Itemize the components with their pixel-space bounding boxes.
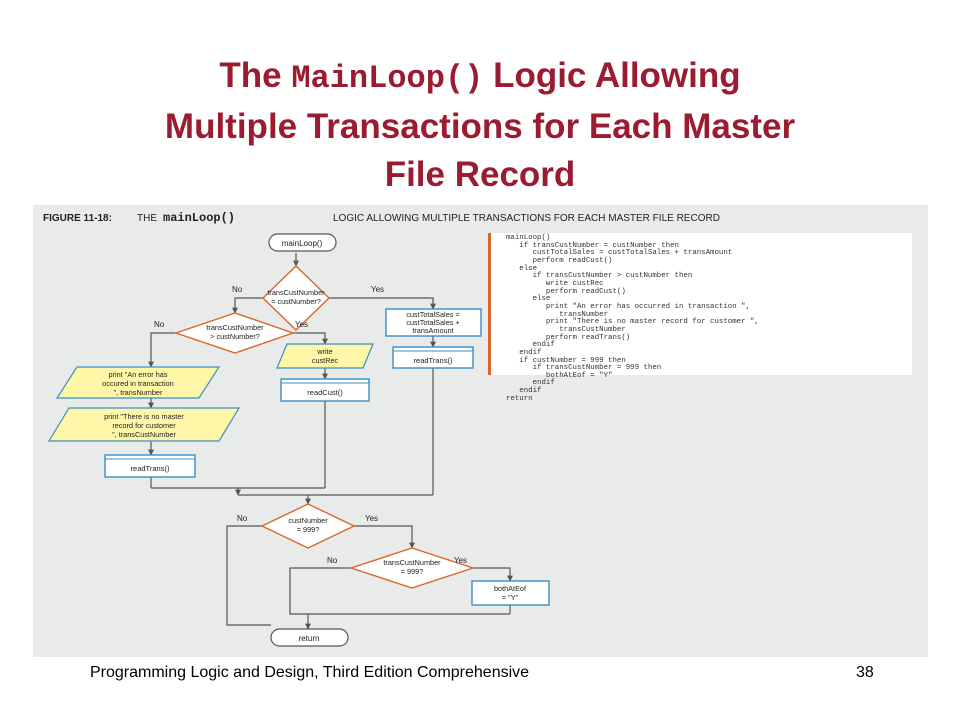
write-line-1: write xyxy=(316,347,332,356)
d4-yes-label: Yes xyxy=(454,556,467,565)
process-cust-total-sales: custTotalSales = custTotalSales + transA… xyxy=(385,308,482,337)
decision-cust-number-999: custNumber = 999? xyxy=(260,503,356,549)
title-code: MainLoop() xyxy=(291,60,484,97)
error-line-1: print "An error has xyxy=(109,370,168,379)
write-line-2: custRec xyxy=(312,356,339,365)
pseudocode-line: endif xyxy=(506,341,555,350)
d1-line-1: transCustNumber xyxy=(267,288,325,297)
pseudocode-line: if transCustNumber > custNumber then xyxy=(506,272,693,281)
io-write-cust-rec: write custRec xyxy=(276,343,374,369)
pseudocode-line: endif xyxy=(506,348,542,357)
caption-label: FIGURE 11-18: xyxy=(43,213,112,224)
d1-no-label: No xyxy=(232,285,243,294)
no-master-line-1: print "There is no master xyxy=(104,412,184,421)
d4-line-1: transCustNumber xyxy=(383,558,441,567)
end-terminator: return xyxy=(270,628,349,647)
d2-line-1: transCustNumber xyxy=(206,323,264,332)
d2-no-label: No xyxy=(154,320,165,329)
start-terminator: mainLoop() xyxy=(268,233,337,252)
pseudocode-line: print "There is no master record for cus… xyxy=(506,318,759,327)
total-line-2: custTotalSales + xyxy=(406,318,459,327)
decision-trans-cust-999: transCustNumber = 999? xyxy=(348,547,476,589)
title-line-1: The MainLoop() Logic Allowing xyxy=(219,56,741,97)
pseudocode-line: perform readCust() xyxy=(506,256,613,265)
title-line-3: File Record xyxy=(384,155,576,194)
d3-line-1: custNumber xyxy=(288,516,328,525)
d1-yes-label: Yes xyxy=(371,285,384,294)
pseudocode-line: if custNumber = 999 then xyxy=(506,356,626,365)
d2-yes-label: Yes xyxy=(295,320,308,329)
read-cust-label: readCust() xyxy=(307,388,343,397)
error-line-2: occured in transaction xyxy=(102,379,173,388)
process-both-at-eof: bothAtEof = "Y" xyxy=(471,580,550,606)
figure-panel: FIGURE 11-18: THE mainLoop() LOGIC ALLOW… xyxy=(33,205,928,657)
pseudocode-line: else xyxy=(506,264,538,273)
caption-rest: LOGIC ALLOWING MULTIPLE TRANSACTIONS FOR… xyxy=(333,213,720,224)
no-master-line-3: ", transCustNumber xyxy=(112,430,176,439)
pseudocode-line: custTotalSales = custTotalSales + transA… xyxy=(506,249,733,258)
io-print-no-master: print "There is no master record for cus… xyxy=(47,407,241,442)
pseudocode-line: perform readTrans() xyxy=(506,333,631,342)
eof-line-2: = "Y" xyxy=(502,593,519,602)
error-line-3: ", transNumber xyxy=(114,388,163,397)
no-master-line-2: record for customer xyxy=(112,421,176,430)
d1-line-2: = custNumber? xyxy=(271,297,321,306)
caption-code: mainLoop() xyxy=(163,211,235,225)
decision-trans-equals-cust: transCustNumber = custNumber? xyxy=(261,265,331,331)
pseudocode-line: return xyxy=(506,394,533,403)
end-label: return xyxy=(299,634,320,643)
pseudocode-line: write custRec xyxy=(506,279,604,288)
d3-line-2: = 999? xyxy=(297,525,320,534)
page-number: 38 xyxy=(856,664,874,681)
pseudocode-line: if transCustNumber = custNumber then xyxy=(506,241,679,250)
pseudocode-line: transCustNumber xyxy=(506,325,626,334)
connectors xyxy=(148,253,513,630)
pseudocode-line: endif xyxy=(506,379,555,388)
read-trans-right-label: readTrans() xyxy=(414,356,453,365)
d4-no-label: No xyxy=(327,556,338,565)
d4-line-2: = 999? xyxy=(401,567,424,576)
title-line-2: Multiple Transactions for Each Master xyxy=(164,107,796,146)
pseudocode-line: endif xyxy=(506,387,542,396)
process-read-trans-left: readTrans() xyxy=(104,454,196,478)
pseudocode-line: mainLoop() xyxy=(506,234,551,242)
d3-yes-label: Yes xyxy=(365,514,378,523)
start-label: mainLoop() xyxy=(282,239,323,248)
footer-text: Programming Logic and Design, Third Edit… xyxy=(90,664,530,681)
process-read-trans-right: readTrans() xyxy=(392,346,474,369)
io-print-error: print "An error has occured in transacti… xyxy=(55,366,221,399)
slide-title: The MainLoop() Logic Allowing Multiple T… xyxy=(0,52,960,199)
d2-line-2: > custNumber? xyxy=(210,332,260,341)
flowchart: FIGURE 11-18: THE mainLoop() LOGIC ALLOW… xyxy=(43,211,720,647)
decision-trans-greater-cust: transCustNumber > custNumber? xyxy=(173,312,296,354)
pseudocode-line: transNumber xyxy=(506,310,609,319)
caption-the: THE xyxy=(137,213,157,224)
process-read-cust: readCust() xyxy=(280,378,370,402)
pseudocode-line: perform readCust() xyxy=(506,287,626,296)
pseudocode-panel: mainLoop() if transCustNumber = custNumb… xyxy=(488,233,912,402)
read-trans-left-label: readTrans() xyxy=(131,464,170,473)
pseudocode-line: bothAtEof = "Y" xyxy=(506,371,613,380)
total-line-3: transAmount xyxy=(412,326,453,335)
pseudocode-line: if transCustNumber = 999 then xyxy=(506,364,662,373)
pseudocode-line: print "An error has occurred in transact… xyxy=(506,302,750,311)
total-line-1: custTotalSales = xyxy=(406,310,459,319)
d3-no-label: No xyxy=(237,514,248,523)
pseudocode-line: else xyxy=(506,295,551,304)
eof-line-1: bothAtEof xyxy=(494,584,527,593)
